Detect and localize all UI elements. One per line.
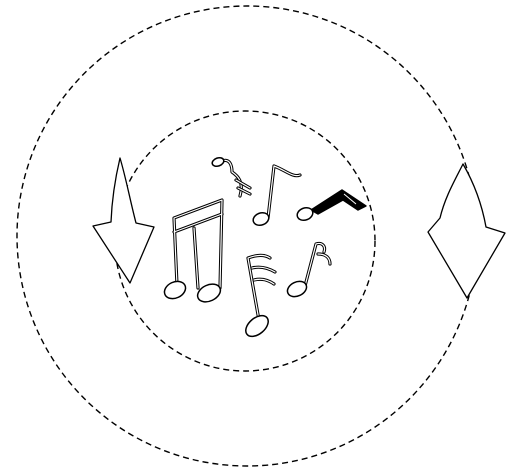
eighth-note-icon-small (285, 243, 330, 299)
outer-dashed-ring (17, 6, 477, 466)
eighth-note-icon (251, 166, 300, 227)
sixteenth-note-icon (295, 190, 366, 222)
grace-note-icon (211, 156, 250, 196)
beamed-eighth-notes-icon (162, 200, 224, 305)
inner-dashed-ring (115, 111, 375, 371)
beamed-sixteenth-notes-icon (242, 255, 275, 340)
music-notes-cluster (162, 156, 366, 340)
right-down-arrow-icon (428, 164, 505, 298)
left-down-arrow-icon (93, 158, 154, 283)
